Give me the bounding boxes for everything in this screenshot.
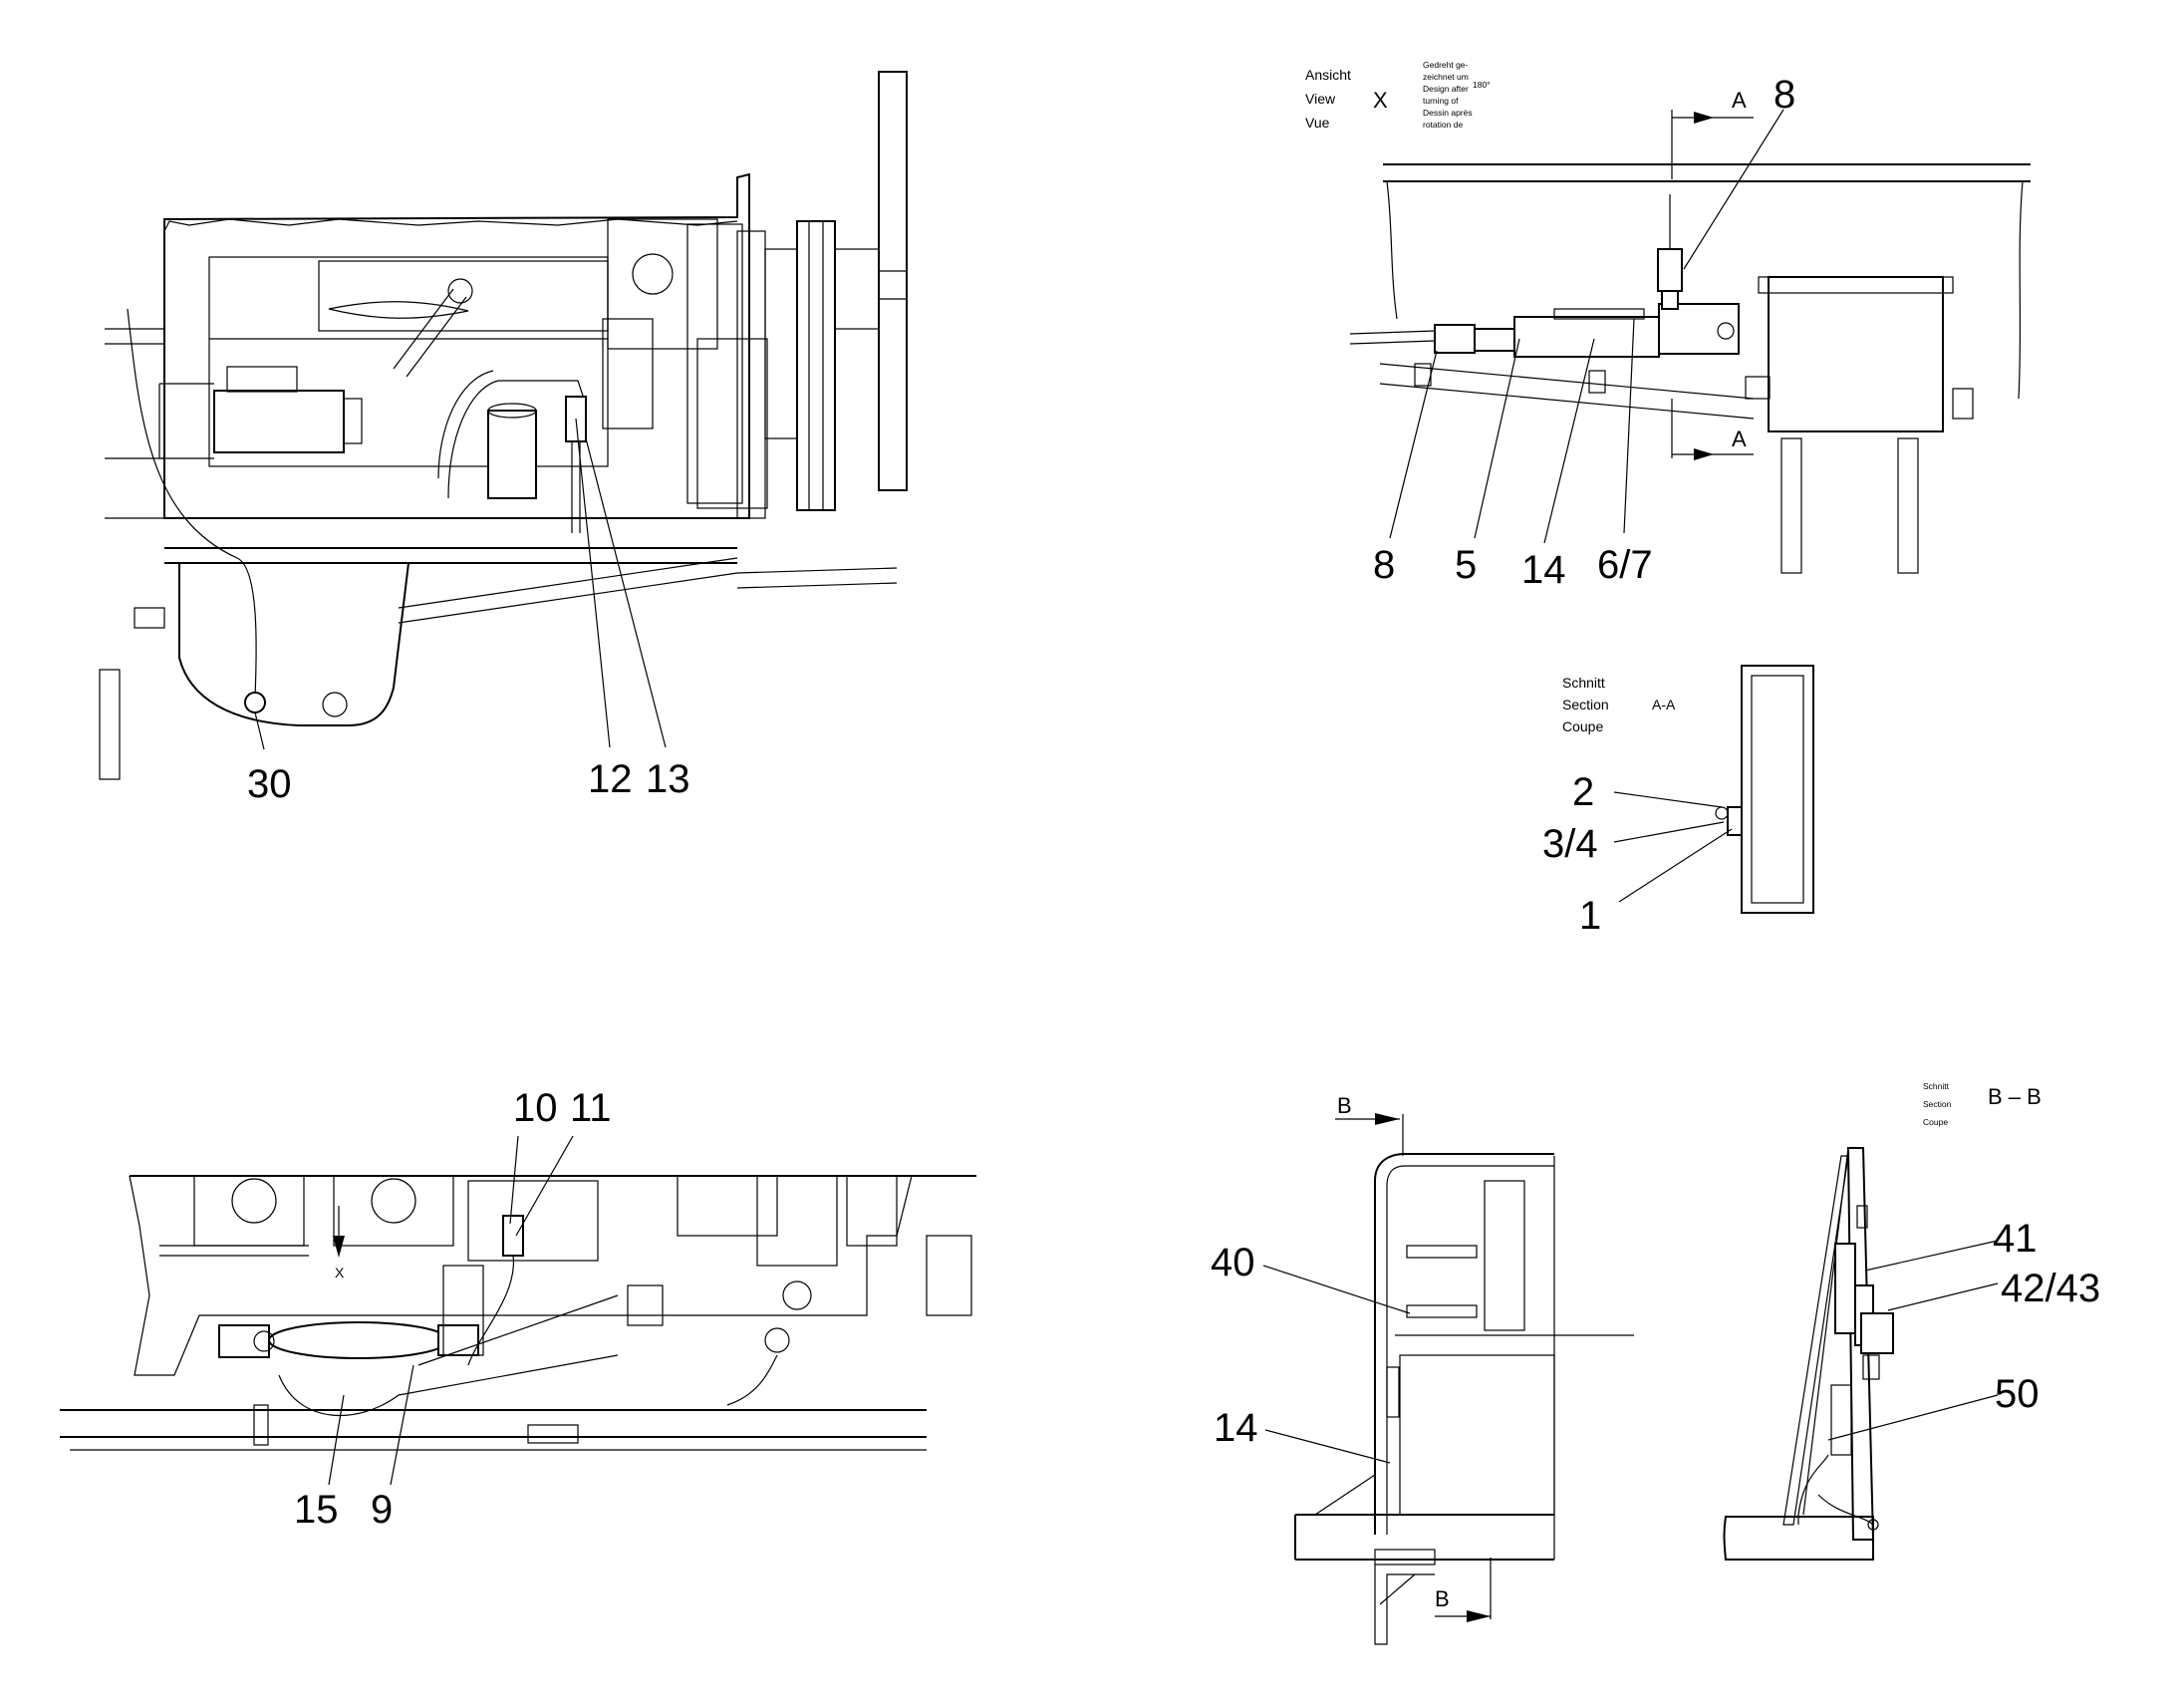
callout-2: 2 [1572, 770, 1594, 814]
section-b-arrow-bottom-label: B [1435, 1586, 1450, 1611]
callout-40: 40 [1211, 1241, 1255, 1284]
view-x: Ansicht View Vue X Gedreht ge- zeichnet … [1305, 60, 2031, 592]
view-x-title-fr: Vue [1305, 115, 1330, 131]
section-bb-title-en: Section [1923, 1099, 1952, 1109]
callout-5: 5 [1455, 543, 1477, 587]
view-x-note-6: rotation de [1423, 120, 1463, 130]
view-x-note-2: zeichnet um [1423, 72, 1469, 82]
callout-14-top: 14 [1521, 548, 1566, 592]
callout-11: 11 [570, 1086, 612, 1130]
callout-6-7: 6/7 [1597, 543, 1653, 587]
view-x-note-5: Dessin après [1423, 108, 1473, 118]
callout-3-4: 3/4 [1542, 822, 1598, 866]
section-b-b: Schnitt Section Coupe B – B 41 42/43 50 [1723, 1081, 2100, 1561]
callout-15: 15 [294, 1488, 339, 1532]
callout-12: 12 [588, 757, 633, 801]
section-aa-id: A-A [1652, 697, 1676, 712]
view-x-title-en: View [1305, 91, 1336, 107]
callout-9: 9 [371, 1488, 393, 1532]
section-a-arrow-bottom-label: A [1732, 426, 1747, 451]
section-bb-title-fr: Coupe [1923, 1117, 1948, 1127]
section-bb-title-de: Schnitt [1923, 1081, 1950, 1091]
callout-8-bottom: 8 [1373, 543, 1395, 587]
engine-side-view: 30 12 13 [99, 71, 908, 806]
section-a-a: Schnitt Section Coupe A-A 2 3/4 1 [1542, 665, 1814, 938]
section-aa-title-fr: Coupe [1562, 718, 1603, 734]
marker-x: X [335, 1265, 345, 1280]
view-x-note-4: turning of [1423, 96, 1459, 106]
engine-bottom-view: X 10 11 15 9 [60, 1086, 976, 1532]
view-x-note-3: Design after [1423, 84, 1469, 94]
callout-1: 1 [1579, 894, 1601, 938]
view-x-letter: X [1373, 88, 1388, 113]
section-a-arrow-top-label: A [1732, 88, 1747, 113]
view-x-note-1: Gedreht ge- [1423, 60, 1469, 70]
bracket-view: B B 40 14 [1211, 1093, 1634, 1645]
callout-42-43: 42/43 [2001, 1267, 2100, 1310]
view-x-angle: 180° [1473, 80, 1491, 90]
section-b-arrow-top-label: B [1337, 1093, 1352, 1118]
callout-14-bottom: 14 [1214, 1406, 1258, 1450]
callout-30: 30 [247, 762, 292, 806]
section-bb-id: B – B [1988, 1084, 2042, 1109]
callout-13: 13 [646, 757, 690, 801]
view-x-title-de: Ansicht [1305, 67, 1351, 83]
section-aa-title-en: Section [1562, 697, 1609, 712]
callout-8-top: 8 [1774, 73, 1795, 117]
section-aa-title-de: Schnitt [1562, 675, 1605, 691]
callout-41: 41 [1993, 1217, 2038, 1261]
callout-50: 50 [1995, 1372, 2040, 1416]
callout-10: 10 [513, 1086, 558, 1130]
